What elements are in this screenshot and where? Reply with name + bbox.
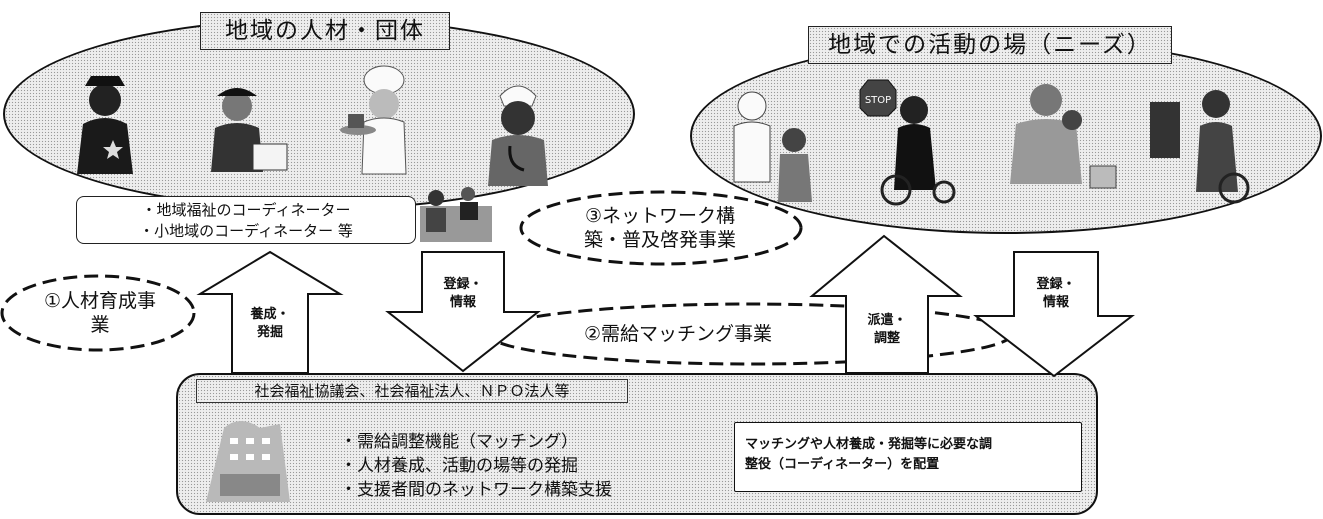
- org-note-box: マッチングや人材養成・発掘等に必要な調 整役（コーディネーター）を配置: [734, 422, 1082, 492]
- dispatch-arrow-label: 派遣・ 調整: [848, 312, 926, 348]
- register-right-line-2: 情報: [1042, 295, 1069, 310]
- org-title: 社会福祉協議会、社会福祉法人、ＮＰＯ法人等: [196, 379, 628, 403]
- org-note-line-1: マッチングや人材養成・発掘等に必要な調: [745, 437, 993, 452]
- nurture-line-2: 発掘: [256, 325, 283, 340]
- org-function-2: ・人材養成、活動の場等の発掘: [340, 456, 578, 476]
- caregiver-person-icon: [733, 91, 812, 202]
- coordinator-item-2: ・小地域のコーディネーター 等: [139, 222, 353, 240]
- training-project-line-1: ①人材育成事: [43, 290, 157, 312]
- office-scene-icon: [420, 187, 492, 242]
- family-person-icon: [1010, 84, 1117, 189]
- nurse-person-icon: [488, 85, 548, 186]
- network-project-label: ③ネットワーク構 築・普及啓発事業: [540, 204, 780, 252]
- register-left-line-1: 登録・: [443, 277, 483, 292]
- dispatch-line-1: 派遣・: [867, 313, 907, 328]
- police-person-icon: [77, 76, 133, 174]
- building-icon: [206, 421, 290, 502]
- coordinator-item-1: ・地域福祉のコーディネーター: [141, 201, 351, 219]
- register-left-arrow-label: 登録・ 情報: [424, 276, 502, 312]
- training-project-label: ①人材育成事 業: [40, 289, 160, 337]
- network-project-ellipse: [519, 190, 803, 266]
- crossing-guard-person-icon: STOP: [859, 79, 956, 206]
- right-group-title: 地域での活動の場（ニーズ）: [808, 26, 1172, 64]
- register-right-line-1: 登録・: [1036, 277, 1076, 292]
- left-group-title: 地域の人材・団体: [200, 12, 450, 50]
- register-right-arrow-label: 登録・ 情報: [1016, 276, 1096, 312]
- network-project-line-1: ③ネットワーク構: [584, 205, 736, 227]
- org-note-line-2: 整役（コーディネーター）を配置: [745, 457, 940, 472]
- network-project-line-2: 築・普及啓発事業: [583, 229, 736, 251]
- register-left-arrow: [385, 251, 541, 373]
- coordinator-box: ・地域福祉のコーディネーター ・小地域のコーディネーター 等: [76, 196, 416, 244]
- computer-user-person-icon: [1150, 90, 1250, 204]
- dispatch-line-2: 調整: [873, 331, 900, 346]
- worker-person-icon: [211, 88, 288, 172]
- org-functions: ・需給調整機能（マッチング） ・人材養成、活動の場等の発掘 ・支援者間のネットワ…: [340, 430, 720, 502]
- training-project-line-2: 業: [90, 314, 110, 336]
- org-function-1: ・需給調整機能（マッチング）: [340, 432, 578, 452]
- org-function-3: ・支援者間のネットワーク構築支援: [340, 480, 612, 500]
- nurture-arrow: [196, 250, 344, 374]
- cook-person-icon: [340, 65, 407, 175]
- nurture-arrow-label: 養成・ 発掘: [234, 306, 306, 342]
- training-project-ellipse: [0, 274, 196, 352]
- dispatch-arrow: [809, 234, 963, 374]
- svg-text:STOP: STOP: [865, 95, 891, 106]
- register-left-line-2: 情報: [449, 295, 476, 310]
- register-right-arrow: [973, 251, 1135, 378]
- matching-project-label: ②需給マッチング事業: [583, 323, 773, 345]
- nurture-line-1: 養成・: [250, 307, 290, 322]
